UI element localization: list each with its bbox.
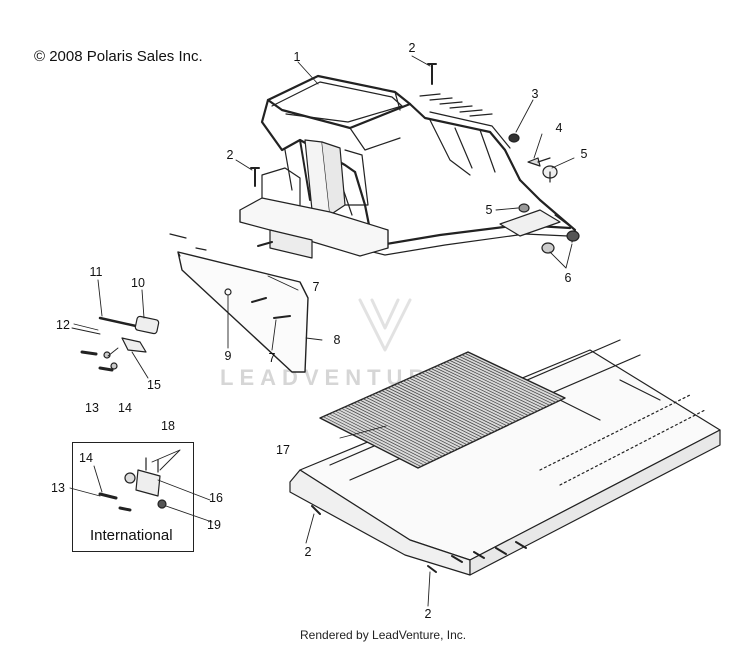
mat-rib — [449, 359, 547, 408]
international-hitch-parts — [98, 457, 167, 512]
mat-rib — [368, 395, 468, 446]
mat-rib — [325, 414, 425, 466]
callout-3: 3 — [531, 87, 539, 101]
footer-credit: Rendered by LeadVenture, Inc. — [300, 628, 467, 642]
mat-rib — [405, 379, 505, 428]
mat-rib — [464, 353, 563, 400]
mat-rib — [378, 391, 477, 441]
mat-rib — [396, 383, 495, 432]
mat-rib — [424, 370, 523, 419]
mat-rib — [356, 401, 456, 451]
mat-rib — [341, 408, 440, 459]
mat-rib — [347, 405, 446, 456]
mat-rib — [372, 394, 471, 444]
mat-rib — [415, 375, 514, 424]
watermark-emblem — [358, 298, 412, 352]
mat-rib — [384, 388, 483, 438]
mat-rib — [418, 373, 517, 422]
callout-2-deck-left: 2 — [304, 545, 312, 559]
floor-mat — [319, 351, 566, 469]
callout-14-international: 14 — [79, 451, 93, 465]
mat-rib — [335, 410, 434, 462]
callout-7-lower: 7 — [268, 351, 276, 365]
callout-16: 16 — [209, 491, 223, 505]
callout-4: 4 — [555, 121, 563, 135]
copyright-text: © 2008 Polaris Sales Inc. — [34, 48, 203, 65]
mat-rib — [442, 362, 541, 411]
leader-lines — [69, 55, 575, 607]
mat-rib — [344, 406, 443, 457]
mat-rib — [433, 366, 532, 415]
mat-rib — [430, 368, 529, 416]
mat-rib — [353, 402, 453, 453]
mat-rib — [365, 397, 465, 447]
callout-18: 18 — [161, 419, 175, 433]
callout-17: 17 — [276, 443, 290, 457]
mat-rib — [393, 384, 492, 434]
callout-5-right: 5 — [580, 147, 588, 161]
mat-rib — [461, 354, 560, 402]
callout-2-top: 2 — [408, 41, 416, 55]
mat-rib — [402, 380, 502, 429]
callout-9: 9 — [224, 349, 232, 363]
mat-rib — [375, 392, 474, 443]
callout-12: 12 — [56, 318, 70, 332]
mat-rib — [350, 403, 449, 454]
callout-7-upper: 7 — [312, 280, 320, 294]
mat-rib — [455, 357, 554, 405]
mat-rib — [381, 390, 480, 440]
callout-1: 1 — [293, 50, 301, 64]
callout-8: 8 — [333, 333, 341, 347]
side-panel — [169, 233, 309, 373]
mat-rib — [338, 409, 437, 460]
callout-14: 14 — [118, 401, 132, 415]
mat-rib — [409, 377, 508, 427]
international-inset-box — [72, 442, 194, 552]
mat-rib — [439, 364, 538, 412]
mat-rib — [412, 376, 511, 425]
mat-rib — [387, 387, 486, 437]
callout-13-international: 13 — [51, 481, 65, 495]
mat-rib — [436, 365, 535, 413]
mat-rib — [421, 372, 520, 421]
mat-rib — [362, 398, 462, 448]
hardware-top — [250, 63, 580, 254]
mat-rib — [359, 399, 459, 450]
callout-13: 13 — [85, 401, 99, 415]
mat-rib — [452, 358, 551, 406]
callout-5-mid: 5 — [485, 203, 493, 217]
callout-15: 15 — [147, 378, 161, 392]
callout-2-left: 2 — [226, 148, 234, 162]
callout-10: 10 — [131, 276, 145, 290]
callout-11: 11 — [89, 265, 103, 279]
callout-2-deck-bottom: 2 — [424, 607, 432, 621]
mat-rib — [322, 416, 422, 467]
callout-6: 6 — [564, 271, 572, 285]
mat-rib — [399, 381, 498, 431]
mat-rib — [331, 412, 431, 463]
hitch-parts — [71, 315, 160, 372]
mat-rib — [328, 413, 428, 464]
roll-cage-frame — [239, 74, 577, 259]
international-label: International — [90, 527, 173, 544]
mat-rib — [427, 369, 526, 418]
cargo-deck — [289, 339, 721, 576]
mat-rib — [446, 361, 544, 409]
mat-rib — [458, 355, 557, 403]
callout-19: 19 — [207, 518, 221, 532]
deck-bolts — [311, 505, 527, 573]
mat-rib — [390, 386, 489, 435]
